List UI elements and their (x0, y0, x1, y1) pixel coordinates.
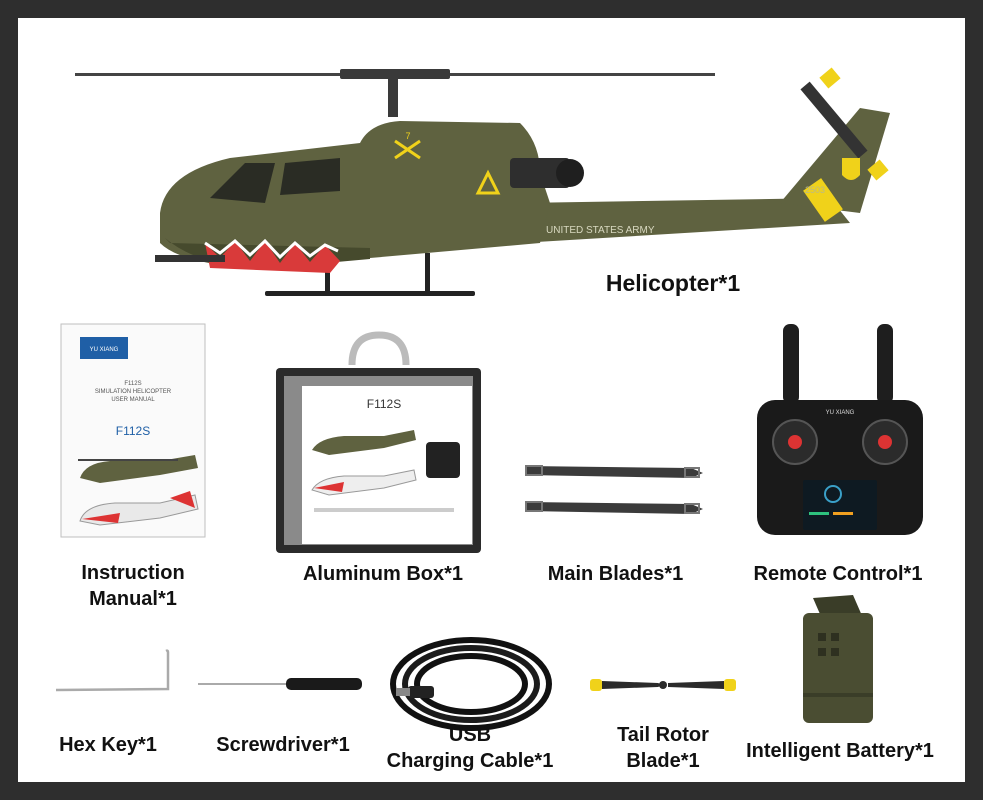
screwdriver-image (196, 673, 364, 695)
svg-text:YU XIANG: YU XIANG (90, 347, 119, 353)
remote-control-image: YU XIANG (755, 322, 925, 537)
helicopter-label: Helicopter*1 (605, 270, 741, 296)
usb-cable-image (386, 630, 556, 738)
svg-text:7: 7 (405, 131, 410, 141)
main-blades-image (521, 461, 706, 523)
helicopter-image: 7 2503 UNITED STATES ARMY (70, 63, 900, 308)
svg-text:F112S: F112S (367, 397, 401, 411)
tail-rotor-blade-image (588, 674, 738, 696)
remote-control-label: Remote Control*1 (753, 563, 923, 585)
main-blades-label: Main Blades*1 (547, 563, 684, 585)
intelligent-battery-image (793, 593, 883, 731)
usb-cable-label: USB Charging Cable*1 (386, 724, 554, 772)
svg-text:SIMULATION HELICOPTER: SIMULATION HELICOPTER (95, 389, 172, 395)
hex-key-label: Hex Key*1 (59, 734, 157, 756)
hex-key-image (54, 648, 174, 696)
product-contents-panel: 7 2503 UNITED STATES ARMY Helicopter*1 Y… (18, 18, 965, 782)
tail-rotor-blade-label: Tail Rotor Blade*1 (617, 724, 709, 772)
svg-text:2503: 2503 (805, 185, 825, 195)
intelligent-battery-label: Intelligent Battery*1 (746, 740, 934, 762)
instruction-manual-label: Instruction Manual*1 (81, 562, 185, 610)
screwdriver-label: Screwdriver*1 (216, 734, 350, 756)
svg-text:YU XIANG: YU XIANG (826, 410, 855, 416)
aluminum-box-label: Aluminum Box*1 (302, 563, 464, 585)
svg-text:F112S: F112S (124, 381, 141, 387)
aluminum-box-image: F112S (274, 330, 484, 555)
svg-text:USER MANUAL: USER MANUAL (111, 397, 155, 403)
svg-text:UNITED STATES ARMY: UNITED STATES ARMY (546, 225, 655, 236)
svg-text:F112S: F112S (116, 424, 150, 438)
instruction-manual-image: YU XIANG F112S SIMULATION HELICOPTER USE… (60, 323, 206, 538)
